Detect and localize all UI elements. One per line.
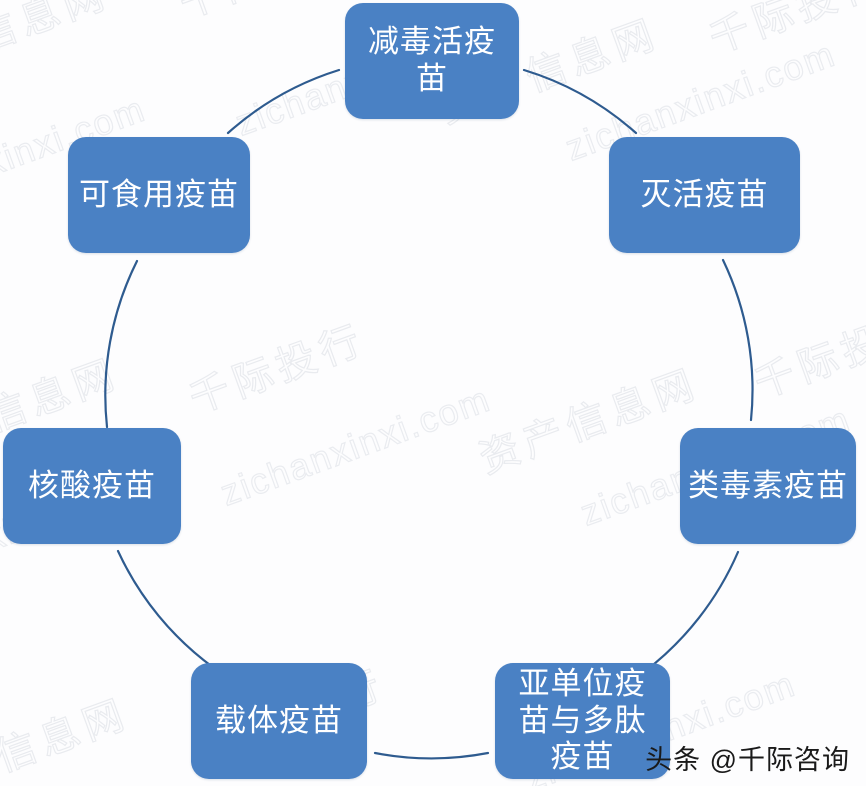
connector-arc <box>642 550 740 674</box>
credit-attribution: 头条 @千际咨询 <box>645 745 850 775</box>
watermark-chinese: 千际投行 <box>170 0 363 30</box>
watermark-chinese: 资产信息网 <box>0 691 136 786</box>
node-subunit-and-peptide-vaccine[interactable]: 亚单位疫苗与多肽疫苗 <box>495 663 670 779</box>
node-label: 亚单位疫苗与多肽疫苗 <box>518 666 647 775</box>
connector-arc <box>373 751 490 760</box>
watermark-chinese: 千际投行 <box>183 317 372 422</box>
connector-arc <box>721 258 754 422</box>
watermark-chinese: 资产信息网 <box>473 361 705 482</box>
node-label: 载体疫苗 <box>215 702 343 738</box>
connector-arc <box>104 259 139 429</box>
watermark-chinese: 千际投行 <box>703 0 866 62</box>
node-label: 灭活疫苗 <box>640 176 769 212</box>
node-toxoid-vaccine[interactable]: 类毒素疫苗 <box>680 428 856 544</box>
node-attenuated-live-vaccine[interactable]: 减毒活疫苗 <box>345 3 519 119</box>
watermark-chinese: 千际投行 <box>748 302 866 407</box>
connector-arc <box>226 68 341 135</box>
node-edible-vaccine[interactable]: 可食用疫苗 <box>68 137 250 253</box>
node-label: 减毒活疫苗 <box>368 24 496 96</box>
connector-arc <box>116 549 216 670</box>
node-label: 可食用疫苗 <box>79 176 239 212</box>
node-nucleic-acid-vaccine[interactable]: 核酸疫苗 <box>3 428 181 544</box>
connector-arc <box>522 68 638 135</box>
watermark-chinese: 资产信息网 <box>0 0 116 92</box>
node-vector-vaccine[interactable]: 载体疫苗 <box>191 663 367 779</box>
node-inactivated-vaccine[interactable]: 灭活疫苗 <box>609 137 800 253</box>
node-label: 核酸疫苗 <box>28 467 156 503</box>
node-label: 类毒素疫苗 <box>688 467 848 503</box>
watermark-domain: zichanxinxi.com <box>214 377 496 514</box>
